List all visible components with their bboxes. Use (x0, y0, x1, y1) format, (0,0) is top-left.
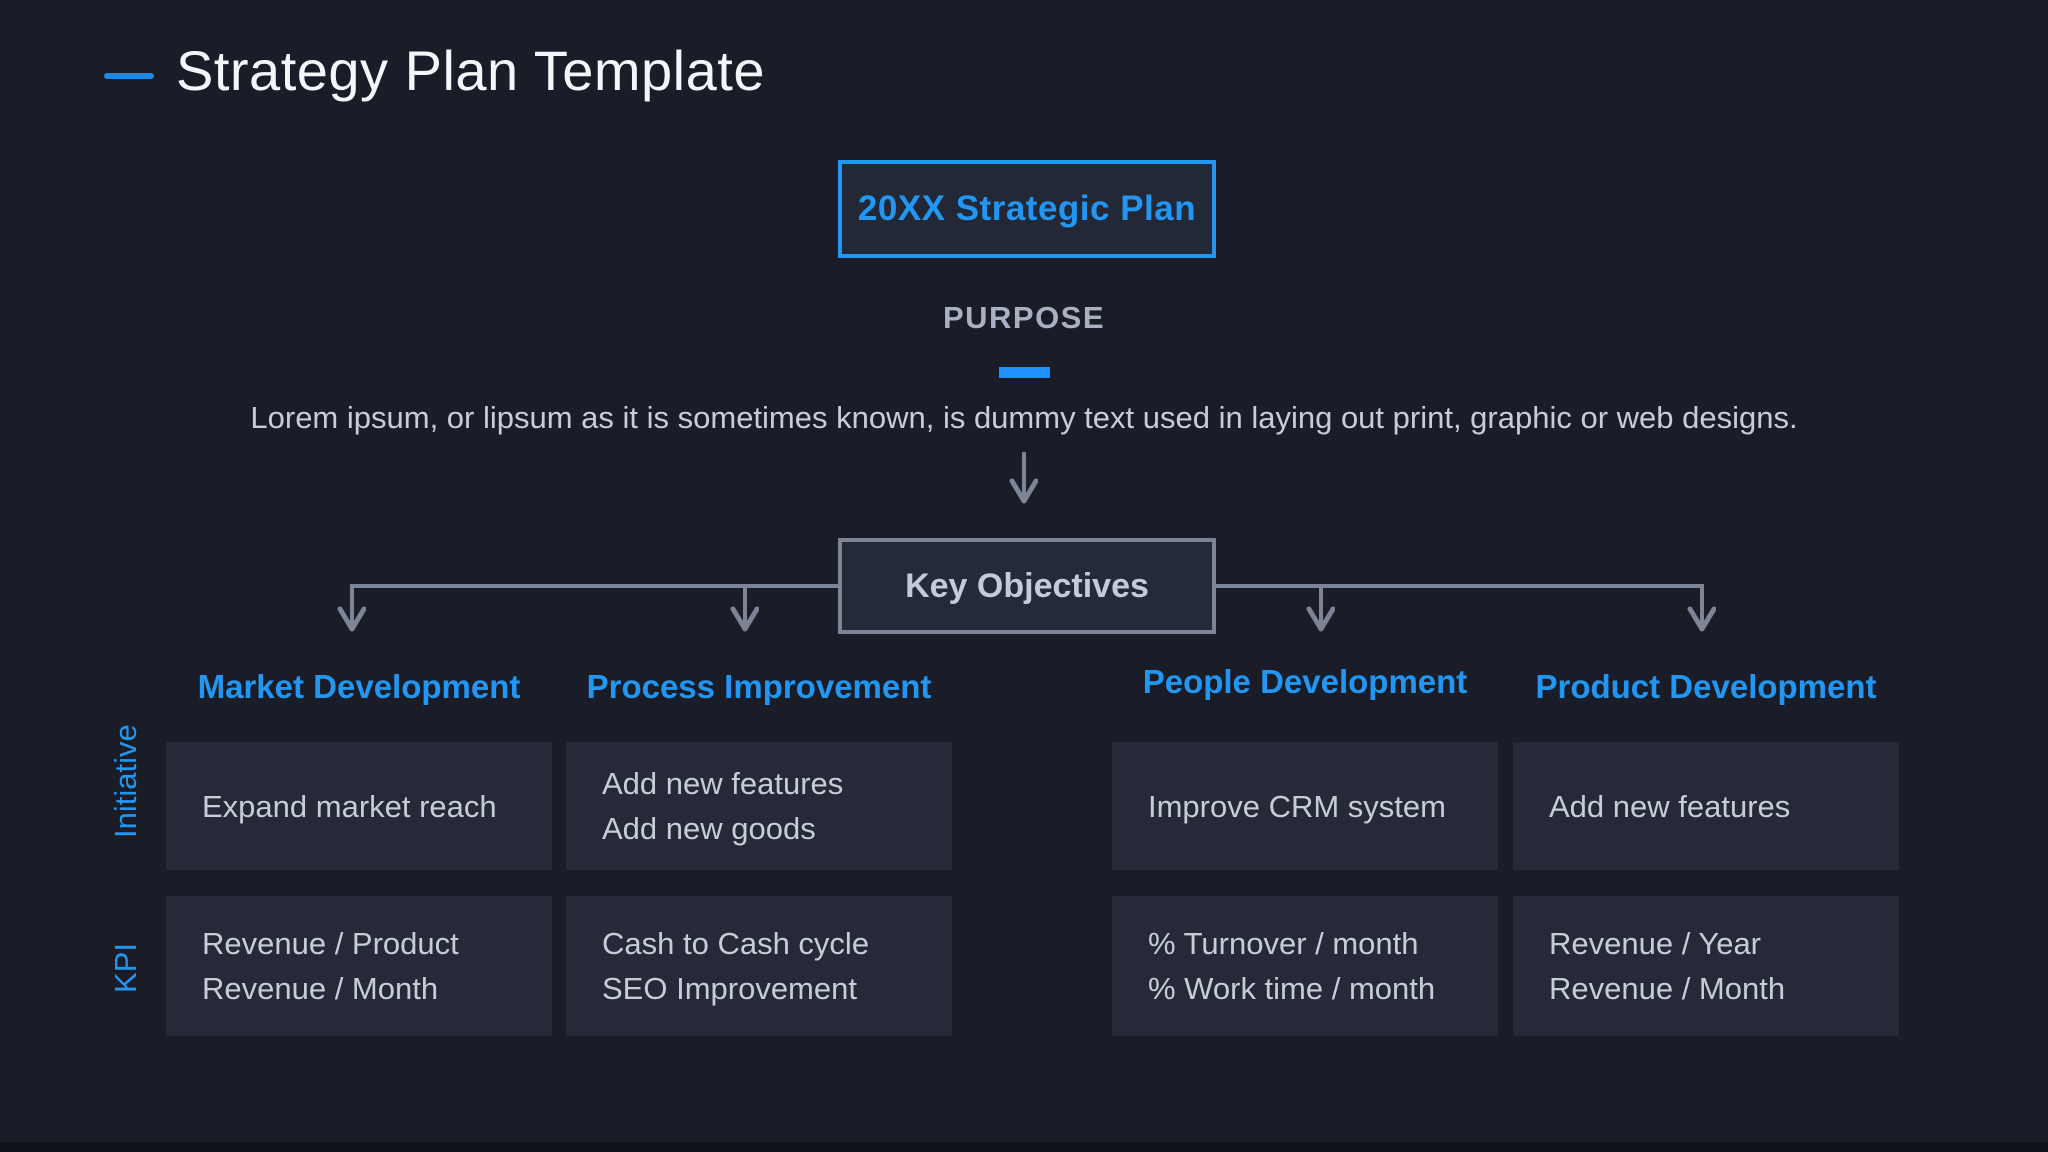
card-text-line: Improve CRM system (1148, 788, 1446, 824)
purpose-heading: PURPOSE (942, 300, 1106, 335)
card-people-kpi: % Turnover / month % Work time / month (1112, 896, 1498, 1036)
column-heading-product: Product Development (1535, 668, 1877, 705)
card-text-line: Revenue / Month (1549, 971, 1786, 1006)
card-text-line: Add new goods (602, 811, 816, 846)
row-label-kpi: KPI (108, 943, 143, 993)
card-process-kpi: Cash to Cash cycle SEO Improvement (566, 896, 952, 1036)
purpose-description: Lorem ipsum, or lipsum as it is sometime… (250, 400, 1798, 435)
purpose-underline (999, 367, 1050, 378)
strategic-plan-box: 20XX Strategic Plan (838, 160, 1216, 258)
card-text-line: Add new features (602, 766, 844, 801)
key-objectives-label: Key Objectives (905, 566, 1149, 605)
column-heading-market: Market Development (197, 668, 521, 705)
card-text-line: Revenue / Year (1549, 926, 1762, 961)
card-text-line: Revenue / Month (202, 971, 439, 1006)
card-market-initiative: Expand market reach (166, 742, 552, 870)
card-market-kpi: Revenue / Product Revenue / Month (166, 896, 552, 1036)
key-objectives-box: Key Objectives (838, 538, 1216, 634)
card-text-line: Revenue / Product (202, 926, 459, 961)
column-heading-people: People Development (1142, 663, 1468, 700)
page-title: Strategy Plan Template (176, 39, 765, 102)
card-product-initiative: Add new features (1513, 742, 1899, 870)
card-text-line: % Work time / month (1148, 971, 1436, 1006)
row-label-initiative: Initiative (108, 724, 143, 838)
card-product-kpi: Revenue / Year Revenue / Month (1513, 896, 1899, 1036)
card-process-initiative: Add new features Add new goods (566, 742, 952, 870)
card-people-initiative: Improve CRM system (1112, 742, 1498, 870)
card-text-line: Add new features (1549, 788, 1791, 824)
title-row: Strategy Plan Template (104, 38, 765, 103)
column-heading-process: Process Improvement (586, 668, 932, 705)
card-text-line: Cash to Cash cycle (602, 926, 870, 961)
card-text-line: % Turnover / month (1148, 926, 1419, 961)
title-dash-icon (104, 72, 154, 79)
card-text-line: SEO Improvement (602, 971, 857, 1006)
card-text-line: Expand market reach (202, 788, 497, 824)
strategic-plan-label: 20XX Strategic Plan (857, 189, 1197, 228)
